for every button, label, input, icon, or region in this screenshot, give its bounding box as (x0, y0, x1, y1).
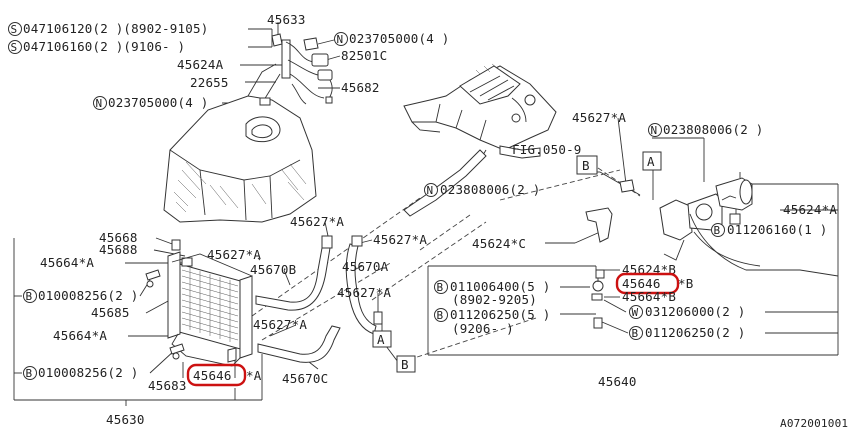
part-45646-left: 45646 (193, 368, 232, 383)
part-45646-right: 45646 (622, 276, 661, 291)
callout-n-mid: N 023808006(2 ) (424, 182, 540, 197)
engine-assembly (403, 63, 557, 161)
ref-b-label: B (582, 158, 590, 173)
c1-date-range: (8902-9205) (452, 292, 537, 307)
part-45627a-l: 45627*A (207, 247, 261, 262)
callout-text: 011206160(1 ) (727, 222, 827, 237)
callout-b-left2: B 010008256(2 ) (23, 365, 138, 380)
part-45633: 45633 (267, 12, 306, 27)
part-45624a-right: 45624*A (783, 202, 837, 217)
callout-w-right: W 031206000(2 ) (629, 304, 745, 319)
n-prefix: N (337, 33, 344, 46)
ref-b-label-mid: B (401, 357, 409, 372)
reference-box-b-mid: B (396, 355, 416, 373)
part-45624c: 45624*C (472, 236, 526, 251)
part-45646-left-suffix: *A (246, 368, 262, 383)
part-45683: 45683 (148, 378, 187, 393)
part-45630: 45630 (106, 412, 145, 427)
callout-text: 011206250(2 ) (645, 325, 745, 340)
part-45682: 45682 (341, 80, 380, 95)
n-prefix: N (651, 124, 658, 137)
n-prefix: N (96, 97, 103, 110)
callout-n-right: N 023808006(2 ) (648, 122, 763, 137)
reference-box-a-mid: A (372, 330, 392, 348)
part-45627a-lower: 45627*A (253, 317, 307, 332)
b-prefix: B (714, 224, 721, 237)
callout-text: 031206000(2 ) (645, 304, 745, 319)
reservoir-tank (163, 63, 317, 223)
callout-b-left1: B 010008256(2 ) (23, 288, 138, 303)
callout-text: 023705000(4 ) (349, 31, 449, 46)
b-prefix: B (26, 367, 33, 380)
callout-s-top2: S 047106160(2 )(9106- ) (8, 39, 185, 54)
ref-a-label: A (647, 154, 655, 169)
s-prefix: S (11, 23, 18, 36)
callout-text: 023808006(2 ) (663, 122, 763, 137)
callout-text: 047106120(2 )(8902-9105) (23, 21, 208, 36)
part-45670a: 45670A (342, 259, 389, 274)
fan-motor-assembly (659, 172, 839, 277)
reference-box-b-top: B (576, 155, 598, 175)
c2-date-range: (9206- ) (452, 321, 514, 336)
part-45664b: 45664*B (622, 289, 676, 304)
callout-b-lowright: B 011206250(2 ) (629, 325, 745, 340)
callout-text: 010008256(2 ) (38, 288, 138, 303)
hoses (255, 145, 541, 363)
b-prefix: B (437, 309, 444, 322)
part-45627a-right: 45627*A (572, 110, 626, 125)
b-prefix: B (437, 281, 444, 294)
dashed-connections (251, 167, 641, 363)
n-prefix: N (427, 184, 434, 197)
part-45685: 45685 (91, 305, 130, 320)
thermo-switch-parts (585, 179, 635, 329)
part-45624a-top: 45624A (177, 57, 224, 72)
highlighted-part-45646-right[interactable]: 45646 *B (615, 272, 693, 295)
part-45664a-top: 45664*A (40, 255, 94, 270)
diagram-code: A072001001 (780, 417, 848, 430)
s-prefix: S (11, 41, 18, 54)
callout-b-c1: B 011006400(5 ) (434, 279, 550, 294)
callout-s-top1: S 047106120(2 )(8902-9105) (8, 21, 208, 36)
fig-050-9: FIG.050-9 (512, 142, 582, 157)
part-45640: 45640 (598, 374, 637, 389)
part-45646-right-suffix: *B (678, 276, 693, 291)
radiator-bolts (145, 269, 237, 363)
callout-text: 023705000(4 ) (108, 95, 208, 110)
callout-b-c2: B 011206250(5 ) (434, 307, 550, 322)
callout-text: 010008256(2 ) (38, 365, 138, 380)
highlighted-part-45646-left[interactable]: 45646 *A (186, 363, 262, 387)
part-45627a-mid2: 45627*A (373, 232, 427, 247)
w-prefix: W (632, 306, 639, 319)
callout-n-top: N 023705000(4 ) (334, 31, 449, 46)
callout-text: 023808006(2 ) (440, 182, 540, 197)
callout-text: 011206250(5 ) (450, 307, 550, 322)
part-45670b: 45670B (250, 262, 296, 277)
b-prefix: B (26, 290, 33, 303)
level-sensor-harness (271, 33, 333, 105)
part-45688: 45688 (99, 242, 138, 257)
part-82501c: 82501C (341, 48, 387, 63)
part-45670c: 45670C (282, 371, 328, 386)
reference-box-a-top: A (642, 151, 662, 171)
part-22655: 22655 (190, 75, 229, 90)
leader-lines (13, 22, 839, 406)
callout-n-left: N 023705000(4 ) (93, 95, 208, 110)
part-45627a-l2: 45627*A (337, 285, 391, 300)
ref-a-label-mid: A (377, 332, 385, 347)
callout-text: 011006400(5 ) (450, 279, 550, 294)
part-45668: 45668 (99, 230, 138, 245)
callout-b-right: B 011206160(1 ) (711, 222, 827, 237)
part-45627a-mid: 45627*A (290, 214, 344, 229)
b-prefix: B (632, 327, 639, 340)
callout-text: 047106160(2 )(9106- ) (23, 39, 185, 54)
part-45664a-low: 45664*A (53, 328, 107, 343)
radiator (167, 239, 253, 367)
